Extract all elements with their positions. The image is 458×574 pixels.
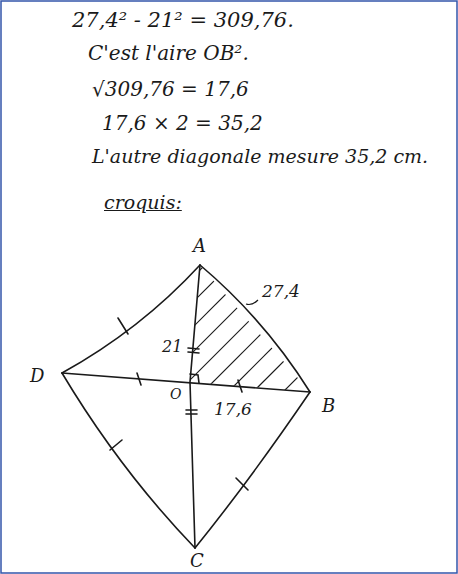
side-dc: [62, 373, 195, 548]
diagonal-db: [62, 373, 310, 392]
hatching: [170, 240, 350, 395]
vertex-label: B: [322, 396, 335, 417]
note-line: C'est l'aire OB².: [88, 42, 249, 65]
calculation-line: √309,76 = 17,6: [92, 78, 249, 101]
vertex-label: D: [30, 366, 44, 387]
dimension-label: 21: [162, 338, 182, 356]
point-label: O: [170, 386, 181, 402]
tick-mark: [110, 440, 122, 450]
tick-mark: [118, 318, 128, 334]
diagonal-ac: [190, 265, 200, 548]
calculation-line: 27,4² - 21² = 309,76.: [72, 8, 294, 32]
tick-mark: [236, 478, 248, 490]
heading-note: croquis:: [104, 192, 182, 214]
dimension-label: 17,6: [214, 400, 252, 420]
conclusion-line: L'autre diagonale mesure 35,2 cm.: [92, 146, 428, 168]
leader-line: [246, 300, 258, 305]
calculation-line: 17,6 × 2 = 35,2: [102, 112, 263, 135]
tick-mark: [137, 373, 141, 385]
side-bc: [195, 392, 310, 548]
dimension-label: 27,4: [262, 282, 300, 302]
vertex-label: A: [193, 236, 206, 257]
tick-mark: [186, 410, 197, 414]
vertex-label: C: [190, 551, 204, 572]
side-ad: [62, 265, 200, 373]
